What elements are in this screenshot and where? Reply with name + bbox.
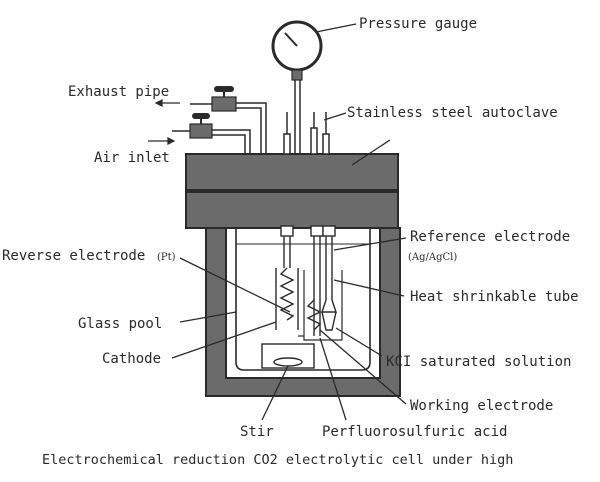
label-reverse-electrode: Reverse electrode — [2, 248, 145, 264]
label-working-electrode: Working electrode — [410, 398, 553, 414]
label-reverse-electrode-pt: (Pt) — [157, 252, 176, 263]
air-inlet-valve — [172, 113, 213, 139]
label-pressure-gauge: Pressure gauge — [359, 16, 477, 32]
working-electrode — [306, 225, 324, 336]
glass-pool — [235, 228, 371, 371]
membrane-compartment — [298, 270, 343, 341]
air-inlet-arrow — [148, 137, 176, 145]
label-reference-electrode-sub: (Ag/AgCl) — [408, 252, 457, 263]
label-kcl-solution: KCI saturated solution — [386, 354, 571, 370]
exhaust-valve — [190, 86, 237, 112]
label-heat-shrinkable-tube: Heat shrinkable tube — [410, 289, 579, 305]
label-exhaust-pipe: Exhaust pipe — [68, 84, 169, 100]
label-perfluorosulfuric-acid: Perfluorosulfuric acid — [322, 424, 507, 440]
pointer-lines — [171, 23, 407, 421]
label-stir: Stir — [240, 424, 274, 440]
gas-lines — [212, 102, 267, 154]
label-autoclave: Stainless steel autoclave — [347, 105, 558, 121]
label-cathode: Cathode — [102, 351, 161, 367]
stir-bar — [261, 343, 315, 369]
reference-electrode — [321, 225, 337, 331]
feedthroughs — [283, 112, 330, 155]
figure-caption: Electrochemical reduction CO2 electrolyt… — [42, 452, 513, 468]
autoclave-lid — [185, 153, 399, 229]
reverse-electrode — [275, 225, 299, 330]
pressure-gauge — [271, 20, 323, 154]
label-air-inlet: Air inlet — [94, 150, 170, 166]
label-glass-pool: Glass pool — [78, 316, 162, 332]
label-reference-electrode: Reference electrode — [410, 229, 570, 245]
exhaust-arrow — [154, 99, 180, 107]
